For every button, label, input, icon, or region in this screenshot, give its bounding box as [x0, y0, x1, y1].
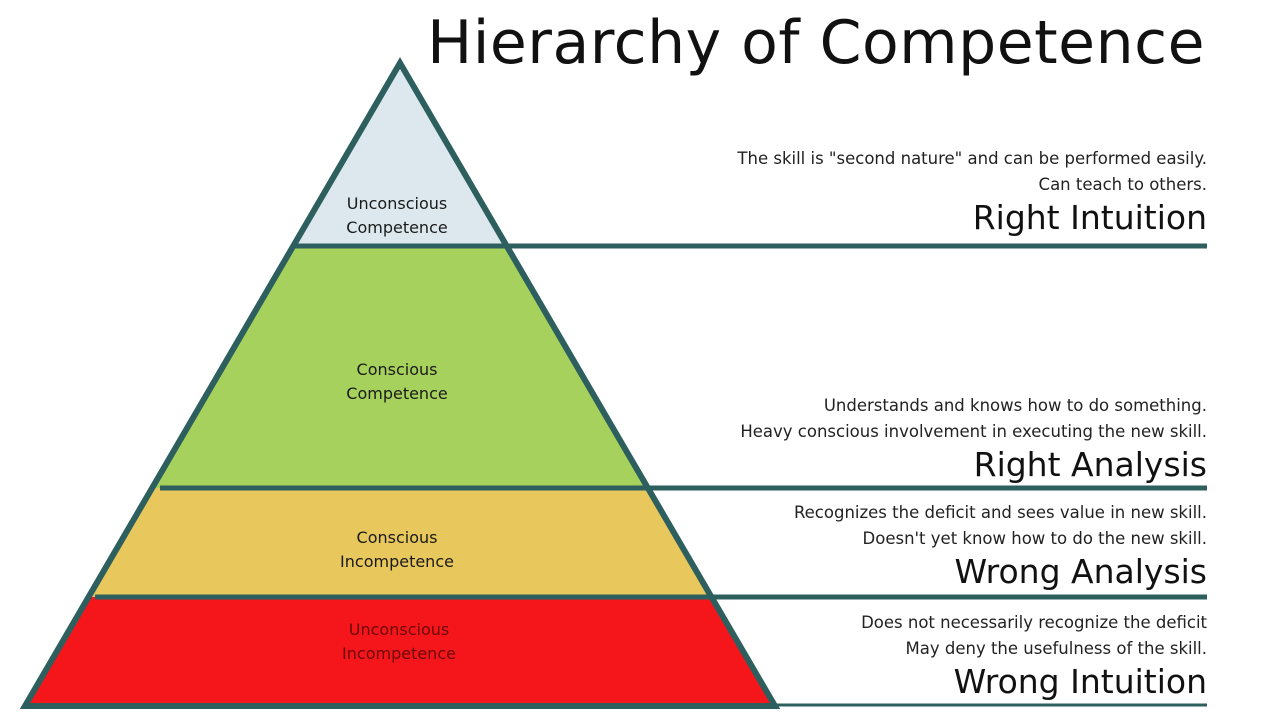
layer-conscious-incompetence [89, 488, 711, 597]
level-label-line: Unconscious [348, 620, 450, 639]
level-label-conscious-competence: Conscious Competence [297, 358, 497, 406]
description-right-analysis: Understands and knows how to do somethin… [740, 393, 1207, 485]
stage-heading: Right Intuition [972, 198, 1207, 237]
level-label-line: Competence [346, 218, 448, 237]
level-label-line: Unconscious [346, 194, 448, 213]
level-label-line: Conscious [356, 528, 438, 547]
level-label-line: Conscious [356, 360, 438, 379]
layer-unconscious-competence [294, 63, 506, 246]
layer-conscious-competence [153, 246, 647, 488]
pyramid-outline [19, 57, 781, 709]
description-line: Does not necessarily recognize the defic… [861, 613, 1207, 632]
level-label-conscious-incompetence: Conscious Incompetence [297, 526, 497, 574]
description-line: Heavy conscious involvement in executing… [740, 422, 1207, 441]
page-title: Hierarchy of Competence [427, 8, 1205, 78]
description-wrong-analysis: Recognizes the deficit and sees value in… [794, 500, 1207, 592]
stage-heading: Wrong Analysis [954, 552, 1208, 591]
description-wrong-intuition: Does not necessarily recognize the defic… [861, 610, 1207, 702]
layer-unconscious-incompetence [25, 597, 775, 706]
stage-heading: Wrong Intuition [953, 662, 1207, 701]
description-line: May deny the usefulness of the skill. [905, 639, 1208, 658]
description-line: Doesn't yet know how to do the new skill… [862, 529, 1207, 548]
level-label-unconscious-competence: Unconscious Competence [297, 192, 497, 240]
level-label-line: Incompetence [342, 644, 456, 663]
level-label-unconscious-incompetence: Unconscious Incompetence [299, 618, 499, 666]
description-line: Can teach to others. [1038, 175, 1207, 194]
level-label-line: Incompetence [340, 552, 454, 571]
description-line: Understands and knows how to do somethin… [823, 396, 1207, 415]
description-right-intuition: The skill is "second nature" and can be … [737, 146, 1207, 238]
description-line: The skill is "second nature" and can be … [737, 149, 1207, 168]
description-line: Recognizes the deficit and sees value in… [793, 503, 1207, 522]
level-label-line: Competence [346, 384, 448, 403]
stage-heading: Right Analysis [973, 445, 1207, 484]
